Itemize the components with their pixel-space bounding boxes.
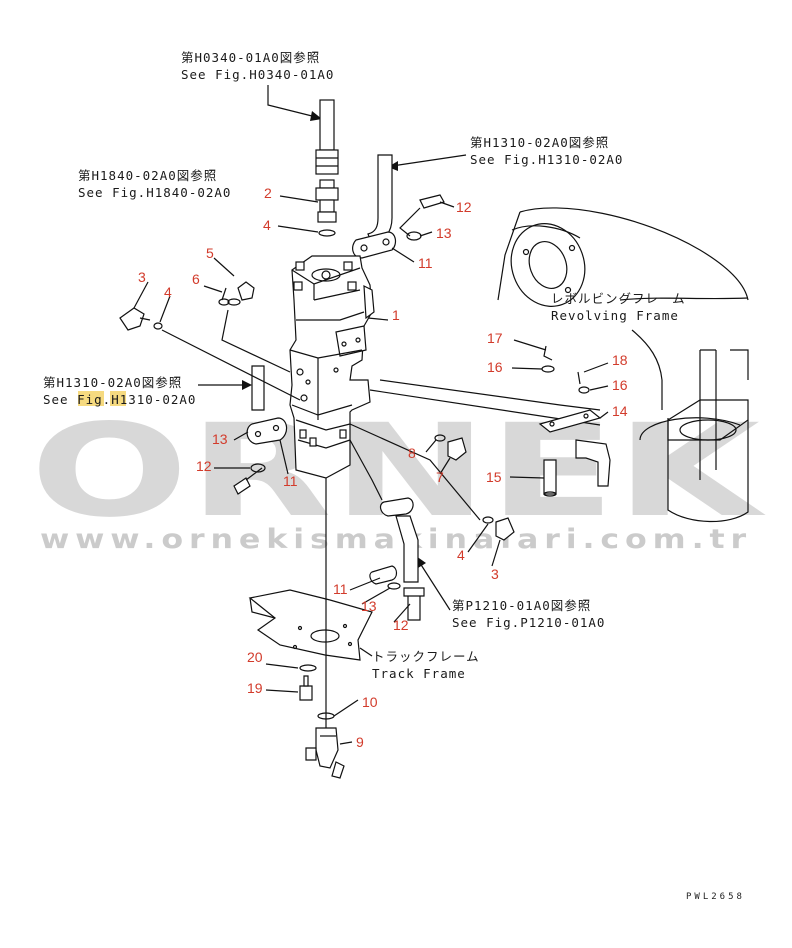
swivel-joint	[289, 255, 375, 479]
callout-16: 16	[612, 377, 628, 393]
callout-12: 12	[393, 617, 409, 633]
track-frame-jp: トラックフレーム	[372, 649, 480, 664]
callout-15: 15	[486, 469, 502, 485]
ref-h1310-top-jp: 第H1310-02A0図参照	[470, 135, 609, 150]
ref-h0340-jp: 第H0340-01A0図参照	[181, 50, 320, 65]
drawing-code: PWL2658	[686, 892, 745, 902]
callout-5: 5	[206, 245, 214, 261]
callout-14: 14	[612, 403, 628, 419]
callout-12: 12	[196, 458, 212, 474]
adapter-fitting	[315, 179, 339, 223]
callout-11: 11	[418, 255, 433, 271]
top-pipe	[315, 99, 339, 175]
callout-13: 13	[212, 431, 228, 447]
highlight-marker	[110, 391, 126, 406]
callout-8: 8	[408, 445, 416, 461]
callout-13: 13	[361, 598, 377, 614]
callout-19: 19	[247, 680, 263, 696]
callout-6: 6	[192, 271, 200, 287]
track-frame-drawing	[248, 589, 373, 661]
bottom-fittings	[299, 664, 345, 779]
callout-4: 4	[263, 217, 271, 233]
callout-20: 20	[247, 649, 263, 665]
revolving-frame-drawing	[497, 207, 749, 523]
ref-h0340-en: See Fig.H0340-01A0	[181, 67, 334, 82]
callout-18: 18	[612, 352, 628, 368]
callout-10: 10	[362, 694, 378, 710]
callout-7: 7	[436, 469, 444, 485]
callout-9: 9	[356, 734, 364, 750]
ref-h1310-top-en: See Fig.H1310-02A0	[470, 152, 623, 167]
ref-h1840-jp: 第H1840-02A0図参照	[78, 168, 217, 183]
callout-11: 11	[333, 581, 348, 597]
callout-17: 17	[487, 330, 503, 346]
stopper-assembly	[538, 345, 611, 497]
ref-p1210-en: See Fig.P1210-01A0	[452, 615, 605, 630]
plug-fitting	[221, 281, 255, 306]
ref-h1310-left-jp: 第H1310-02A0図参照	[43, 375, 182, 390]
revolving-frame-jp: レボルビングフレーム	[551, 291, 686, 306]
upper-right-hose	[352, 154, 445, 259]
ref-h1840-en: See Fig.H1840-02A0	[78, 185, 231, 200]
left-elbow	[119, 298, 301, 401]
reference-arrows	[198, 85, 467, 611]
callout-1: 1	[392, 307, 400, 323]
callout-2: 2	[264, 185, 272, 201]
callout-4: 4	[164, 284, 172, 300]
lower-right-hose	[349, 423, 481, 621]
ref-p1210-jp: 第P1210-01A0図参照	[452, 598, 591, 613]
callout-3: 3	[138, 269, 146, 285]
leader-lines	[133, 195, 609, 745]
revolving-frame-en: Revolving Frame	[551, 308, 679, 323]
callout-4: 4	[457, 547, 465, 563]
highlight-marker	[78, 391, 104, 406]
track-frame-en: Track Frame	[372, 666, 466, 681]
callout-12: 12	[456, 199, 472, 215]
callout-11: 11	[283, 473, 298, 489]
ref-h1310-left-en: See Fig.H1310-02A0	[43, 392, 196, 407]
callout-13: 13	[436, 225, 452, 241]
o-ring	[318, 229, 336, 237]
watermark-url: www.ornekismakinalari.com.tr	[40, 524, 752, 555]
callout-3: 3	[491, 566, 499, 582]
callout-16: 16	[487, 359, 503, 375]
